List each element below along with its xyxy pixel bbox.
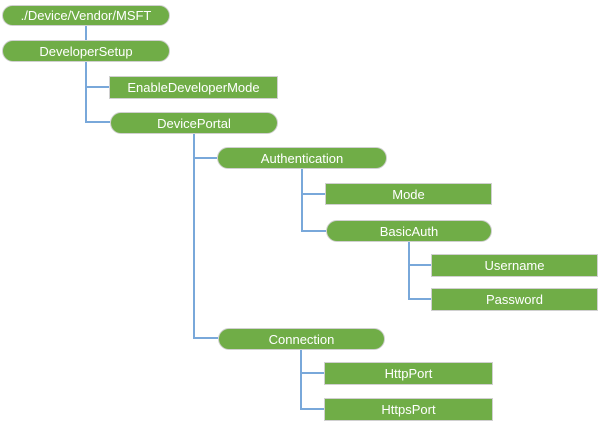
connector-to-connection [193, 337, 218, 339]
tree-node-device-vendor-msft: ./Device/Vendor/MSFT [2, 5, 170, 26]
connector-to-authentication [193, 157, 217, 159]
tree-node-deviceportal: DevicePortal [110, 112, 278, 134]
tree-node-httpsport: HttpsPort [324, 398, 493, 421]
tree-node-authentication: Authentication [217, 147, 387, 169]
connector-developersetup-trunk [85, 62, 87, 123]
connector-root-to-developersetup [85, 26, 87, 40]
connector-to-deviceportal [85, 121, 110, 123]
connector-to-password [408, 298, 431, 300]
connector-authentication-trunk [301, 169, 303, 232]
connector-deviceportal-trunk [193, 134, 195, 339]
tree-node-basicauth: BasicAuth [326, 220, 492, 242]
tree-node-username: Username [431, 254, 598, 277]
tree-node-password: Password [431, 288, 598, 311]
connector-to-basicauth [301, 230, 326, 232]
tree-node-mode: Mode [325, 183, 492, 205]
connector-to-httpsport [300, 408, 324, 410]
connector-to-enabledevelopermode [85, 86, 109, 88]
connector-connection-trunk [300, 350, 302, 410]
tree-node-enabledevelopermode: EnableDeveloperMode [109, 76, 278, 99]
connector-to-httpport [300, 372, 324, 374]
connector-to-mode [301, 193, 325, 195]
connector-to-username [408, 264, 431, 266]
tree-node-connection: Connection [218, 328, 385, 350]
tree-node-developersetup: DeveloperSetup [2, 40, 170, 62]
connector-basicauth-trunk [408, 242, 410, 300]
tree-node-httpport: HttpPort [324, 362, 493, 385]
